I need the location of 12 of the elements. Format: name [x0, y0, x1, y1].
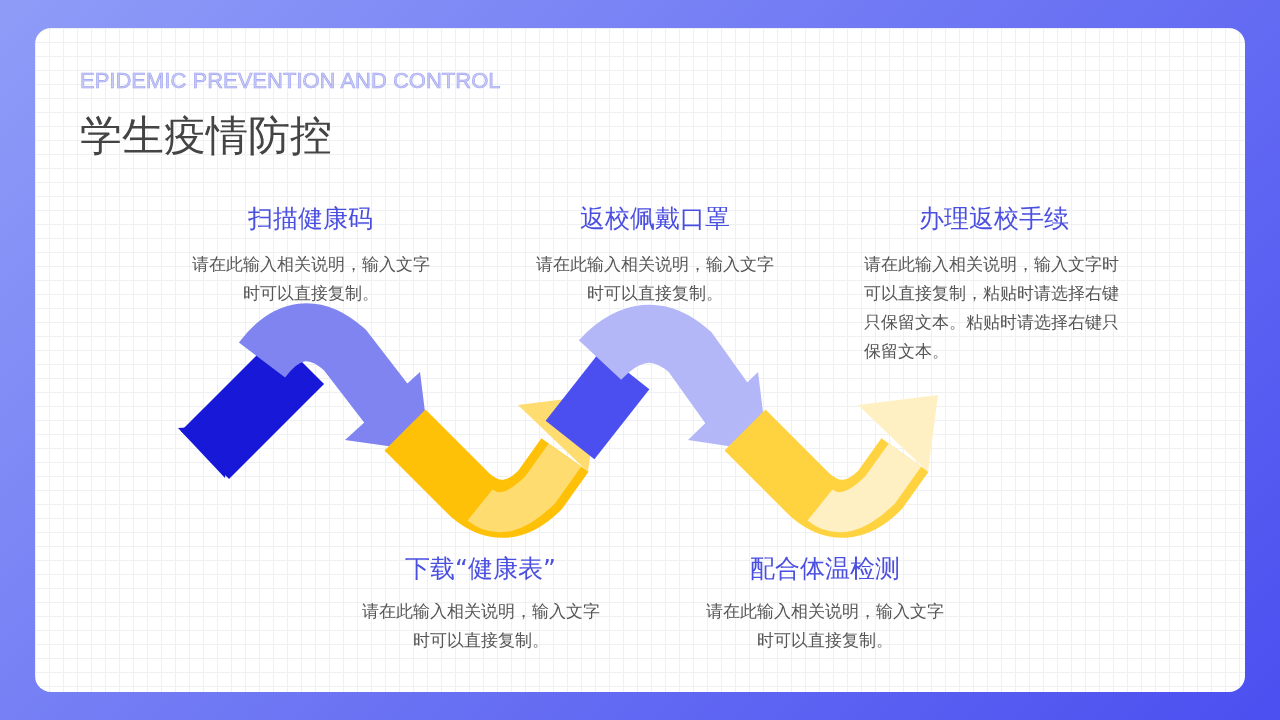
step-heading: 返校佩戴口罩	[578, 203, 731, 235]
step-heading: 下载“健康表”	[404, 553, 557, 585]
slide-title: 学生疫情防控	[80, 110, 332, 162]
step-description: 请在此输入相关说明，输入文字时可以直接复制。	[360, 600, 601, 652]
step-heading: 办理返校手续	[918, 203, 1070, 235]
step-heading: 扫描健康码	[247, 203, 374, 235]
subtitle: EPIDEMIC PREVENTION AND CONTROL	[80, 68, 502, 94]
step-description: 请在此输入相关说明，输入文字时可以直接复制，粘贴时请选择右键只保留文本。粘贴时请选择右键只保留文本。	[864, 253, 1120, 363]
step-description: 请在此输入相关说明，输入文字时可以直接复制。	[190, 253, 431, 305]
step-heading: 配合体温检测	[748, 553, 901, 585]
step-description: 请在此输入相关说明，输入文字时可以直接复制。	[704, 600, 945, 652]
step-description: 请在此输入相关说明，输入文字时可以直接复制。	[534, 253, 775, 305]
